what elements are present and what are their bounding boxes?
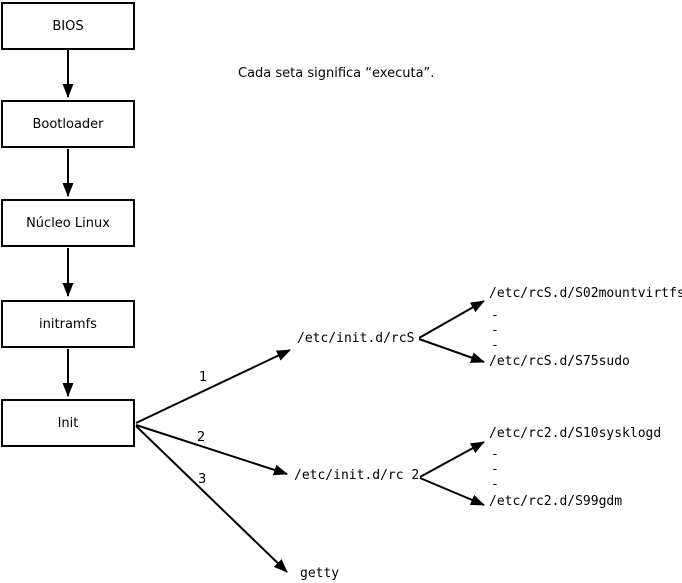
annotation-text: Cada seta significa “executa”. [238, 66, 435, 81]
branch-2-ellipsis-dash: - [491, 477, 499, 492]
node-init-label: Init [57, 415, 79, 431]
branch-2-ellipsis-dash: - [491, 462, 499, 477]
branch-1-ellipsis-dash: - [491, 323, 499, 338]
arrow-rcs-to-first-script [418, 300, 485, 339]
branch-3-order-label: 3 [198, 472, 207, 487]
branch-1-ellipsis-dash: - [491, 338, 499, 353]
branch-1-script-label: /etc/init.d/rcS [297, 331, 415, 346]
arrow-init-to-rc2 [135, 424, 288, 476]
arrow-rcs-to-last-script [418, 338, 485, 363]
branch-2-script-label: /etc/init.d/rc 2 [294, 468, 420, 483]
branch-1-first-child-label: /etc/rcS.d/S02mountvirtfs [489, 286, 682, 301]
node-bootloader: Bootloader [1, 100, 135, 148]
arrow-rc2-to-first-script [419, 441, 485, 478]
branch-2-order-label: 2 [197, 430, 206, 445]
branch-2-first-child-label: /etc/rc2.d/S10sysklogd [489, 426, 662, 441]
branch-1-last-child-label: /etc/rcS.d/S75sudo [489, 354, 630, 369]
node-init: Init [1, 399, 135, 447]
branch-2-last-child-label: /etc/rc2.d/S99gdm [489, 494, 623, 509]
node-initramfs-label: initramfs [39, 316, 97, 332]
arrow-init-to-getty [135, 425, 288, 573]
node-bios: BIOS [1, 2, 135, 50]
node-initramfs: initramfs [1, 300, 135, 348]
branch-1-ellipsis-dash: - [491, 308, 499, 323]
branch-1-order-label: 1 [199, 370, 208, 385]
node-bios-label: BIOS [52, 18, 84, 34]
arrow-rc2-to-last-script [419, 477, 485, 506]
node-linux-kernel: Núcleo Linux [1, 199, 135, 247]
node-linux-kernel-label: Núcleo Linux [26, 215, 110, 231]
branch-3-script-label: getty [300, 566, 340, 581]
branch-2-ellipsis-dash: - [491, 447, 499, 462]
node-bootloader-label: Bootloader [32, 116, 104, 132]
arrow-init-to-rcs [135, 349, 291, 424]
